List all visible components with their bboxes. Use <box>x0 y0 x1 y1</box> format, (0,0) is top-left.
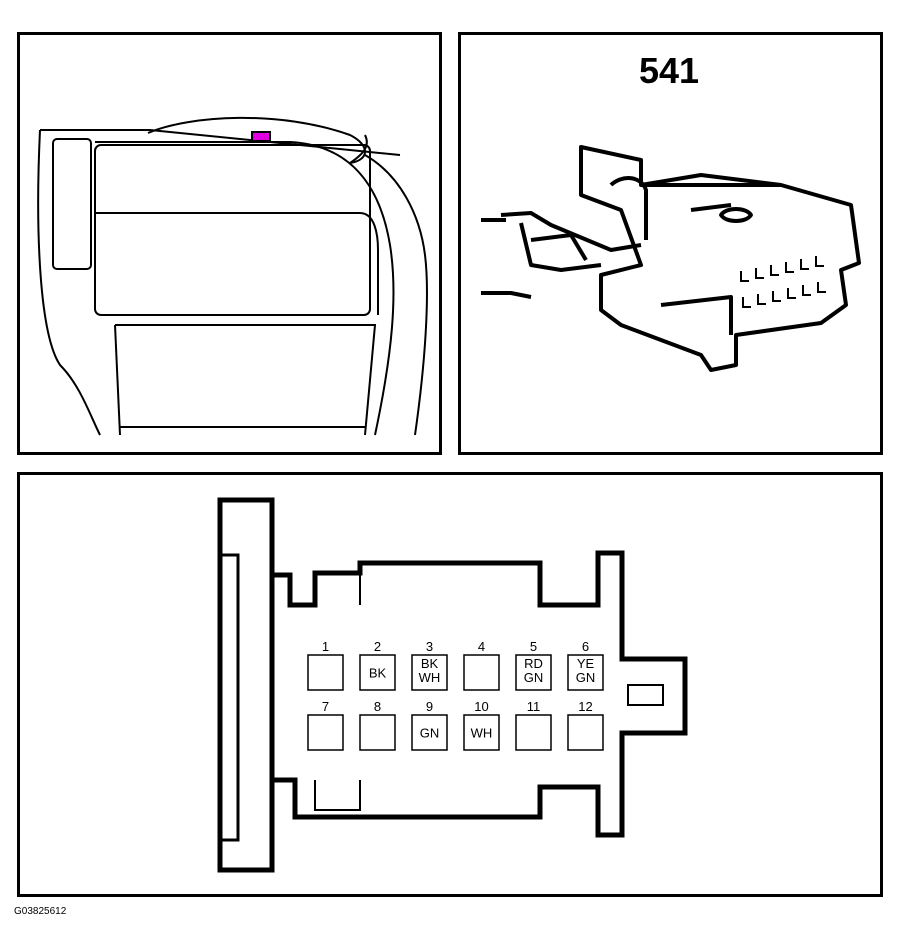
wire-color-label: BK <box>369 666 387 681</box>
connector-3d-panel: 541 <box>458 32 883 455</box>
pin-12: 12 <box>567 699 604 751</box>
pin-number: 8 <box>374 699 381 714</box>
pin-cavity <box>359 654 396 691</box>
pin-number: 5 <box>530 639 537 654</box>
wire-color-label: BK <box>421 656 439 671</box>
connector-location-marker <box>251 131 271 142</box>
pin-8: 8 <box>359 699 396 751</box>
pin-number: 9 <box>426 699 433 714</box>
connector-id-label: 541 <box>639 50 699 91</box>
pin-cavity <box>463 654 500 691</box>
pin-9: 9GN <box>411 699 448 751</box>
wire-color-label: WH <box>471 726 493 741</box>
pin-cavity <box>567 714 604 751</box>
pin-2: 2BK <box>359 639 396 691</box>
connector-3d-drawing: 541 <box>481 50 861 372</box>
pin-number: 2 <box>374 639 381 654</box>
pin-number: 4 <box>478 639 485 654</box>
pin-4: 4 <box>463 639 500 691</box>
pin-1: 1 <box>307 639 344 691</box>
dashboard-location-drawing <box>37 116 428 436</box>
pin-7: 7 <box>307 699 344 751</box>
wire-color-label: WH <box>419 670 441 685</box>
location-view-panel <box>17 32 442 455</box>
wire-color-label: GN <box>524 670 544 685</box>
wire-color-label: GN <box>420 726 440 741</box>
pin-cavity <box>411 714 448 751</box>
pin-cavity <box>307 654 344 691</box>
pin-number: 10 <box>474 699 488 714</box>
pin-cavity <box>359 714 396 751</box>
pin-number: 3 <box>426 639 433 654</box>
wire-color-label: YE <box>577 656 595 671</box>
pin-number: 6 <box>582 639 589 654</box>
pin-number: 7 <box>322 699 329 714</box>
pin-cavity <box>515 654 552 691</box>
pin-number: 11 <box>527 699 541 714</box>
wire-color-label: RD <box>524 656 543 671</box>
wire-color-label: GN <box>576 670 596 685</box>
pin-number: 12 <box>578 699 592 714</box>
pin-cavity <box>411 654 448 691</box>
pin-cavity <box>515 714 552 751</box>
pin-11: 11 <box>515 699 552 751</box>
pin-cavity <box>567 654 604 691</box>
figure-code: G03825612 <box>14 906 67 917</box>
pin-number: 1 <box>322 639 329 654</box>
pin-cavity <box>307 714 344 751</box>
pin-cavity <box>463 714 500 751</box>
